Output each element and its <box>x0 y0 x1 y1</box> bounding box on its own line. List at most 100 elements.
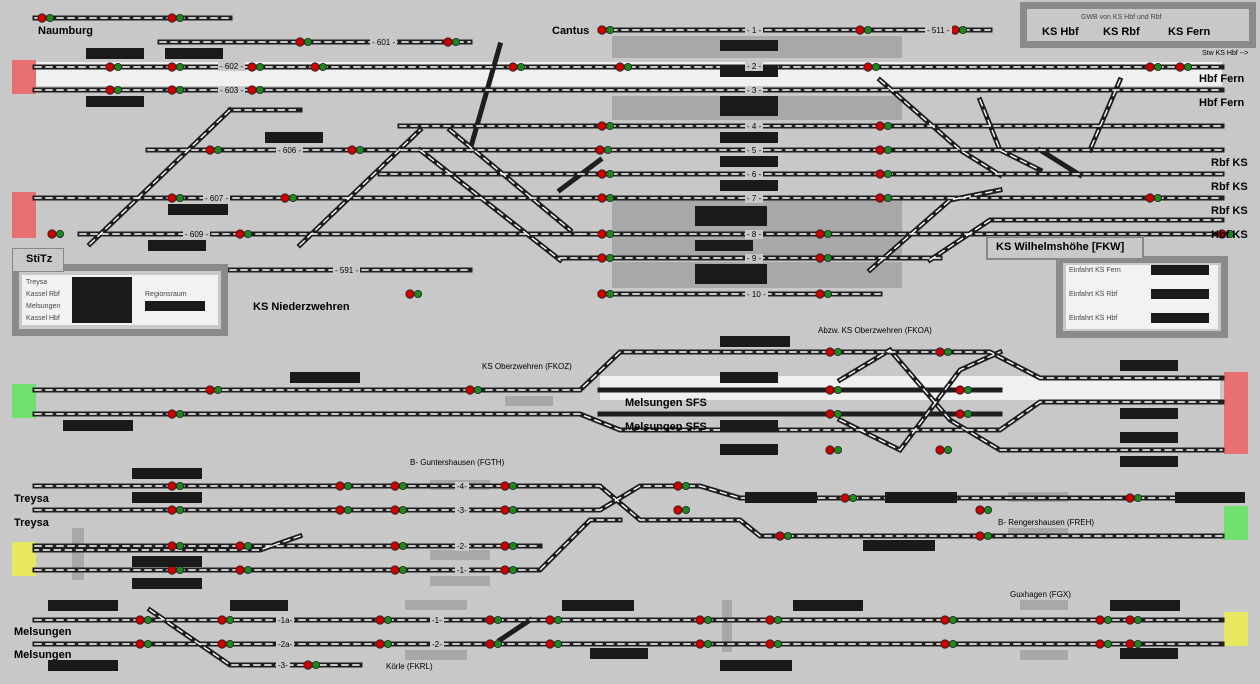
station-naumburg[interactable]: Naumburg <box>38 25 93 37</box>
signal-head[interactable] <box>815 253 833 263</box>
signal-head[interactable] <box>975 531 993 541</box>
signal-head[interactable] <box>500 565 517 575</box>
signal-head[interactable] <box>500 481 517 491</box>
station-melsungen-2[interactable]: Melsungen <box>14 649 72 661</box>
signal-head[interactable] <box>935 445 953 455</box>
signal-head[interactable] <box>105 85 123 95</box>
station-treysa-2[interactable]: Treysa <box>14 517 49 529</box>
signal-head[interactable] <box>597 121 615 131</box>
station-hbf-fern-2[interactable]: Hbf Fern <box>1199 97 1245 109</box>
signal-head[interactable] <box>940 615 958 625</box>
signal-head[interactable] <box>405 289 422 299</box>
station-ks-niederzwehren[interactable]: KS Niederzwehren <box>253 301 350 313</box>
signal-head[interactable] <box>443 37 460 47</box>
signal-head[interactable] <box>335 481 352 491</box>
signal-head[interactable] <box>390 541 407 551</box>
signal-head[interactable] <box>545 615 563 625</box>
signal-head[interactable] <box>765 615 783 625</box>
station-ks-wilhelmshoehe[interactable]: KS Wilhelmshöhe [FKW] <box>996 241 1125 253</box>
signal-head[interactable] <box>217 639 234 649</box>
signal-head[interactable] <box>825 385 843 395</box>
signal-head[interactable] <box>875 145 893 155</box>
signal-head[interactable] <box>1217 229 1235 239</box>
signal-head[interactable] <box>1175 62 1193 72</box>
signal-head[interactable] <box>335 505 352 515</box>
signal-head[interactable] <box>47 229 65 239</box>
signal-head[interactable] <box>940 639 958 649</box>
station-hbf-ks[interactable]: Hbf KS <box>1211 229 1248 241</box>
signal-head[interactable] <box>1145 193 1163 203</box>
signal-head[interactable] <box>765 639 783 649</box>
signal-head[interactable] <box>37 13 55 23</box>
signal-head[interactable] <box>390 565 407 575</box>
signal-head[interactable] <box>167 13 184 23</box>
signal-head[interactable] <box>673 505 691 515</box>
station-treysa-1[interactable]: Treysa <box>14 493 49 505</box>
station-rbf-ks-3[interactable]: Rbf KS <box>1211 205 1248 217</box>
signal-head[interactable] <box>1125 615 1143 625</box>
signal-head[interactable] <box>465 385 482 395</box>
signal-head[interactable] <box>815 229 833 239</box>
station-rbf-ks-1[interactable]: Rbf KS <box>1211 157 1248 169</box>
signal-head[interactable] <box>167 193 184 203</box>
signal-head[interactable] <box>1125 639 1143 649</box>
signal-head[interactable] <box>205 145 222 155</box>
signal-head[interactable] <box>247 62 264 72</box>
signal-head[interactable] <box>615 62 633 72</box>
signal-head[interactable] <box>167 62 184 72</box>
signal-head[interactable] <box>485 639 502 649</box>
signal-head[interactable] <box>855 25 873 35</box>
signal-head[interactable] <box>597 229 615 239</box>
signal-head[interactable] <box>167 481 184 491</box>
signal-head[interactable] <box>1095 639 1113 649</box>
signal-head[interactable] <box>695 615 713 625</box>
signal-head[interactable] <box>235 541 252 551</box>
signal-head[interactable] <box>935 347 953 357</box>
signal-head[interactable] <box>695 639 713 649</box>
signal-head[interactable] <box>167 541 184 551</box>
station-stitz[interactable]: StiTz <box>26 253 53 265</box>
signal-head[interactable] <box>500 505 517 515</box>
signal-head[interactable] <box>955 409 973 419</box>
signal-head[interactable] <box>875 121 893 131</box>
signal-head[interactable] <box>815 289 833 299</box>
signal-head[interactable] <box>375 639 392 649</box>
signal-head[interactable] <box>1095 615 1113 625</box>
signal-head[interactable] <box>375 615 392 625</box>
signal-head[interactable] <box>390 481 407 491</box>
signal-head[interactable] <box>875 193 893 203</box>
signal-head[interactable] <box>825 347 843 357</box>
signal-head[interactable] <box>597 253 615 263</box>
signal-head[interactable] <box>217 615 234 625</box>
signal-head[interactable] <box>595 145 613 155</box>
signal-head[interactable] <box>673 481 691 491</box>
station-melsungen-1[interactable]: Melsungen <box>14 626 72 638</box>
signal-head[interactable] <box>840 493 858 503</box>
signal-head[interactable] <box>775 531 793 541</box>
signal-head[interactable] <box>167 85 184 95</box>
signal-head[interactable] <box>955 385 973 395</box>
signal-head[interactable] <box>135 615 152 625</box>
station-melsungen-sfs-2[interactable]: Melsungen SFS <box>625 421 707 433</box>
signal-head[interactable] <box>167 409 184 419</box>
signal-head[interactable] <box>167 565 184 575</box>
signal-head[interactable] <box>500 541 517 551</box>
signal-head[interactable] <box>310 62 327 72</box>
signal-head[interactable] <box>825 409 843 419</box>
signal-head[interactable] <box>597 25 615 35</box>
signal-head[interactable] <box>597 169 615 179</box>
signal-head[interactable] <box>825 445 843 455</box>
signal-head[interactable] <box>863 62 881 72</box>
signal-head[interactable] <box>303 660 320 670</box>
signal-head[interactable] <box>545 639 563 649</box>
signal-head[interactable] <box>235 229 252 239</box>
signal-head[interactable] <box>280 193 297 203</box>
station-cantus[interactable]: Cantus <box>552 25 590 37</box>
signal-head[interactable] <box>167 505 184 515</box>
station-melsungen-sfs-1[interactable]: Melsungen SFS <box>625 397 707 409</box>
signal-head[interactable] <box>135 639 152 649</box>
signal-head[interactable] <box>1125 493 1143 503</box>
signal-head[interactable] <box>597 289 615 299</box>
station-hbf-fern-1[interactable]: Hbf Fern <box>1199 73 1245 85</box>
signal-head[interactable] <box>295 37 312 47</box>
